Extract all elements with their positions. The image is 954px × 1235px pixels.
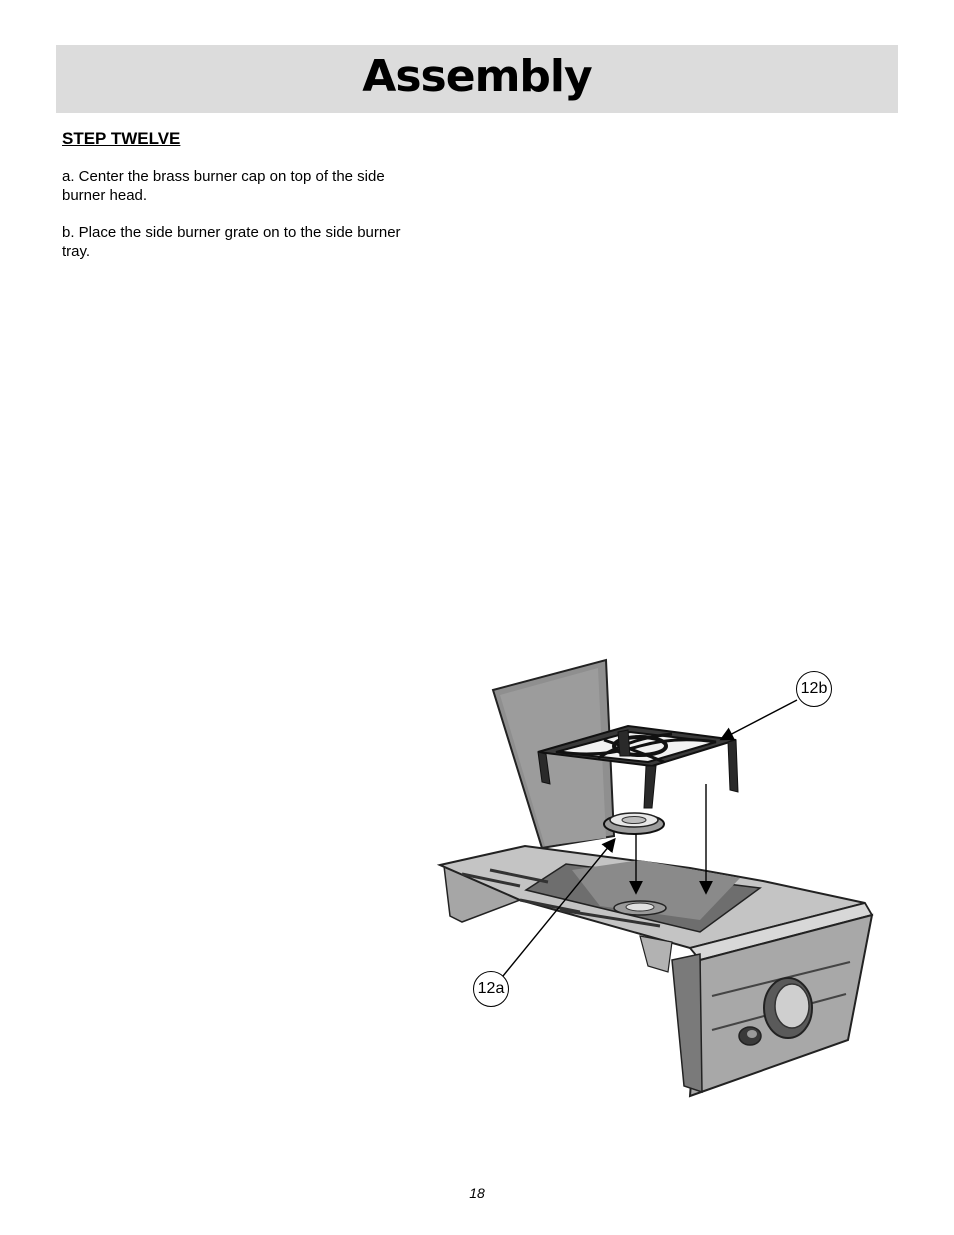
- brass-burner-cap: [603, 812, 665, 835]
- burner-grate: [537, 724, 739, 809]
- page-title: Assembly: [362, 51, 592, 102]
- step-instruction-a: a. Center the brass burner cap on top of…: [62, 168, 385, 204]
- callout-12b: 12b: [796, 671, 832, 707]
- side-burner-assembly-illustration: [436, 658, 874, 1098]
- header-band: Assembly: [56, 45, 898, 113]
- callout-12a: 12a: [473, 971, 509, 1007]
- leader-12b: [719, 699, 798, 741]
- step-instruction-b: b. Place the side burner grate on to the…: [62, 224, 401, 260]
- page-number: 18: [469, 1185, 485, 1201]
- leader-12a: [502, 837, 616, 977]
- panel-bracket: [671, 953, 703, 1094]
- step-heading: STEP TWELVE: [62, 129, 181, 148]
